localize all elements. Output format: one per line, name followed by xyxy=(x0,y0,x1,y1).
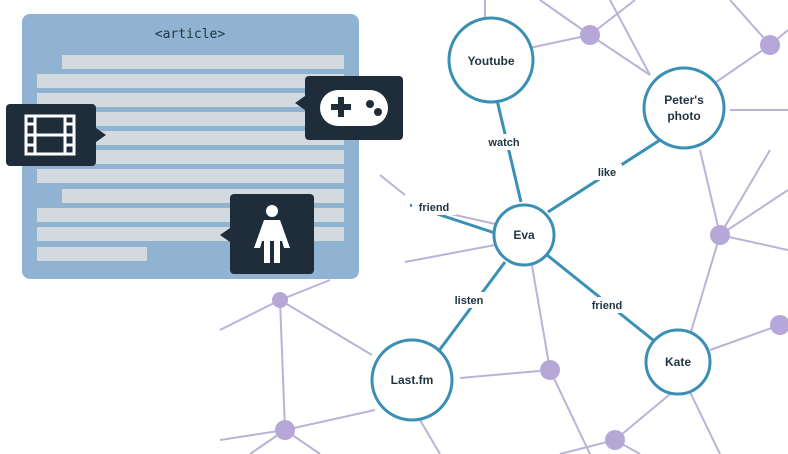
node-peters-photo: Peter's photo xyxy=(642,66,726,150)
gamepad-callout xyxy=(295,76,403,140)
node-lastfm: Last.fm xyxy=(370,338,454,422)
background-nodes xyxy=(272,25,788,450)
node-lastfm-label: Last.fm xyxy=(391,373,434,387)
article-title: <article> xyxy=(155,27,226,42)
edge-youtube-eva xyxy=(495,99,523,203)
node-peters-photo-label-line2: photo xyxy=(667,109,700,123)
person-icon xyxy=(254,205,290,263)
node-kate-label: Kate xyxy=(665,355,691,369)
film-callout xyxy=(6,104,106,166)
article-panel: <article> xyxy=(6,14,403,279)
node-kate: Kate xyxy=(644,328,712,396)
gamepad-icon xyxy=(320,90,388,126)
node-eva-label: Eva xyxy=(513,228,535,242)
film-icon xyxy=(24,114,76,156)
edge-label-friend-left: friend xyxy=(419,202,450,214)
node-peters-photo-label-line1: Peter's xyxy=(664,93,704,107)
graph-nodes: Youtube Peter's photo Eva Last.fm Kate xyxy=(370,16,726,422)
edge-labels: watch like friend listen friend xyxy=(412,134,629,313)
edge-label-listen: listen xyxy=(455,295,484,307)
edge-label-friend-right: friend xyxy=(592,300,623,312)
node-youtube: Youtube xyxy=(447,16,535,104)
edge-label-watch: watch xyxy=(487,137,519,149)
node-youtube-label: Youtube xyxy=(467,54,514,68)
person-callout xyxy=(220,194,314,274)
node-eva: Eva xyxy=(492,203,556,267)
edge-label-like: like xyxy=(598,167,616,179)
